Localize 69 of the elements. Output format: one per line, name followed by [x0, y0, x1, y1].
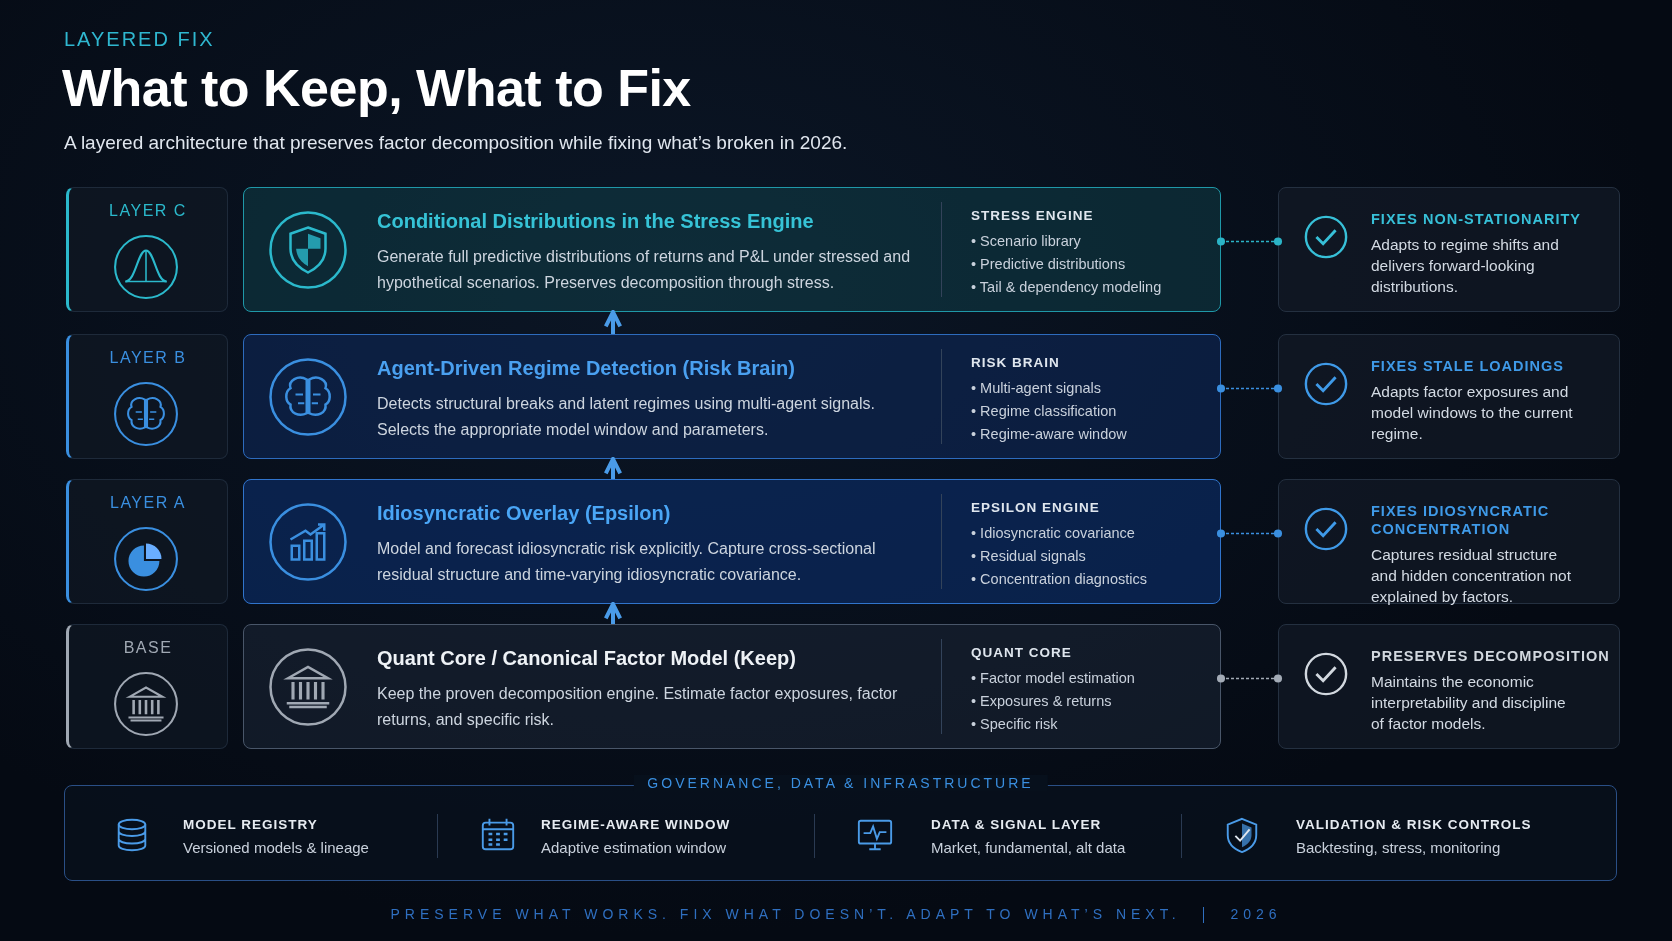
item-description: Backtesting, stress, monitoring: [1296, 839, 1501, 856]
fix-card: [1278, 187, 1620, 312]
item-heading: DATA & SIGNAL LAYER: [931, 817, 1102, 832]
layer-card: [66, 187, 228, 312]
panel-description: Generate full predictive distributions of returns and P&L under stressed and hypothetical scenarios. Preserves decomposition through stress.: [377, 247, 912, 293]
list-item: • Exposures & returns: [971, 692, 1113, 711]
fix-card: [1278, 334, 1620, 459]
item-heading: MODEL REGISTRY: [183, 817, 318, 832]
panel-description: Model and forecast idiosyncratic risk explicitly. Capture cross-sectional residual structure and time-varying idiosyncratic covariance.: [377, 539, 877, 585]
panel-title: GOVERNANCE, DATA & INFRASTRUCTURE: [633, 775, 1048, 791]
subtitle: A layered architecture that preserves factor decomposition while fixing what’s broken in 2026.: [64, 132, 848, 154]
arrow: [603, 602, 623, 624]
panel-title: Conditional Distributions in the Stress Engine: [377, 210, 814, 233]
fix-card: [1278, 479, 1620, 604]
layer-label: LAYER C: [108, 202, 188, 220]
list-item: • Multi-agent signals: [971, 379, 1102, 398]
panel-title: Quant Core / Canonical Factor Model (Keep): [377, 647, 796, 670]
section-heading: EPSILON ENGINE: [971, 500, 1100, 515]
layer-card: [66, 479, 228, 604]
dotted-connector: [1216, 384, 1283, 393]
panel-title: Agent-Driven Regime Detection (Risk Brain): [377, 357, 795, 380]
arrow: [603, 310, 623, 334]
fix-description: Captures residual structure and hidden concentration not explained by factors.: [1371, 545, 1572, 607]
list-item: • Specific risk: [971, 715, 1059, 734]
arrow: [603, 457, 623, 479]
list-item: • Regime classification: [971, 402, 1118, 421]
list-item: • Concentration diagnostics: [971, 570, 1147, 589]
dotted-connector: [1216, 674, 1283, 683]
list-item: • Scenario library: [971, 232, 1082, 251]
list-item: • Tail & dependency modeling: [971, 278, 1162, 297]
fix-description: Maintains the economic interpretability and discipline of factor models.: [1371, 672, 1567, 734]
item-heading: VALIDATION & RISK CONTROLS: [1296, 817, 1532, 832]
item-description: Versioned models & lineage: [183, 839, 369, 856]
layer-panel: [243, 624, 1221, 749]
footer-year: 2026: [1230, 906, 1282, 922]
fix-heading: FIXES NON-STATIONARITY: [1371, 210, 1582, 228]
dotted-connector: [1216, 529, 1283, 538]
item-description: Adaptive estimation window: [541, 839, 727, 856]
fix-heading: FIXES IDIOSYNCRATIC CONCENTRATION: [1371, 502, 1551, 538]
list-item: • Regime-aware window: [971, 425, 1127, 444]
item-heading: REGIME-AWARE WINDOW: [541, 817, 731, 832]
fix-description: Adapts factor exposures and model windows to the current regime.: [1371, 382, 1574, 444]
fix-heading: FIXES STALE LOADINGS: [1371, 357, 1565, 375]
panel-description: Keep the proven decomposition engine. Estimate factor exposures, factor returns, and specific risk.: [377, 684, 899, 730]
list-item: • Residual signals: [971, 547, 1087, 566]
layer-label: BASE: [122, 639, 174, 657]
section-heading: RISK BRAIN: [971, 355, 1060, 370]
layer-panel: [243, 479, 1221, 604]
dotted-connector: [1216, 237, 1283, 246]
fix-description: Adapts to regime shifts and delivers forward-looking distributions.: [1371, 235, 1560, 297]
footer-text: PRESERVE WHAT WORKS. FIX WHAT DOESN’T. ADAPT TO WHAT’S NEXT.: [390, 906, 1181, 922]
item-description: Market, fundamental, alt data: [931, 839, 1126, 856]
section-heading: STRESS ENGINE: [971, 208, 1094, 223]
list-item: • Idiosyncratic covariance: [971, 524, 1136, 543]
page-title: What to Keep, What to Fix: [62, 58, 691, 118]
layer-card: [66, 334, 228, 459]
panel-description: Detects structural breaks and latent regimes using multi-agent signals. Selects the appropriate model window and parameters.: [377, 394, 876, 440]
panel-title: Idiosyncratic Overlay (Epsilon): [377, 502, 671, 525]
section-heading: QUANT CORE: [971, 645, 1072, 660]
layer-label: LAYER A: [109, 494, 187, 512]
layer-panel: [243, 334, 1221, 459]
list-item: • Predictive distributions: [971, 255, 1127, 274]
layer-label: LAYER B: [108, 349, 188, 367]
layer-card: [66, 624, 228, 749]
fix-heading: PRESERVES DECOMPOSITION: [1371, 647, 1611, 665]
fix-card: [1278, 624, 1620, 749]
list-item: • Factor model estimation: [971, 669, 1135, 688]
eyebrow-text: LAYERED FIX: [64, 28, 215, 51]
layer-panel: [243, 187, 1221, 312]
